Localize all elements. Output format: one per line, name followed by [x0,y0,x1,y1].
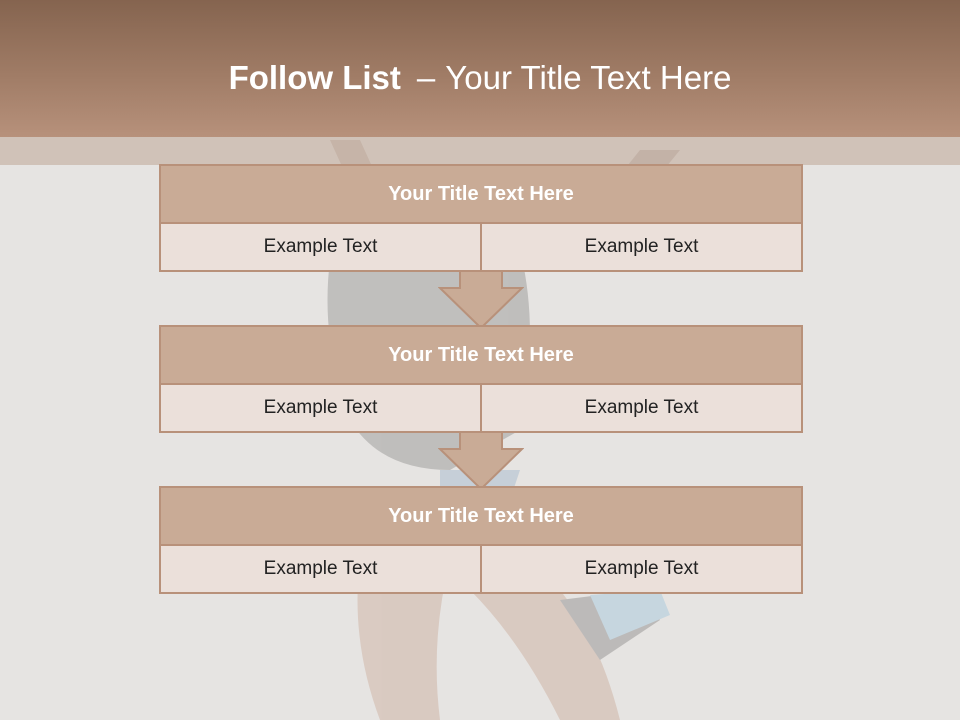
block-title: Your Title Text Here [161,488,801,546]
down-arrow-icon [438,270,524,330]
block-cell-right: Example Text [480,385,801,431]
block-cell-left: Example Text [161,546,480,592]
block-cell-right: Example Text [480,224,801,270]
block-title: Your Title Text Here [161,327,801,385]
slide-title-separator: – [416,59,436,96]
block-row: Example Text Example Text [161,224,801,270]
list-block-1: Your Title Text Here Example Text Exampl… [159,164,803,272]
list-block-2: Your Title Text Here Example Text Exampl… [159,325,803,433]
list-block-3: Your Title Text Here Example Text Exampl… [159,486,803,594]
block-row: Example Text Example Text [161,385,801,431]
title-bar [0,0,960,137]
slide-title-bold: Follow List [228,59,401,96]
block-row: Example Text Example Text [161,546,801,592]
down-arrow-icon [438,431,524,491]
block-cell-right: Example Text [480,546,801,592]
slide-title-text: Your Title Text Here [445,59,732,96]
block-cell-left: Example Text [161,385,480,431]
block-cell-left: Example Text [161,224,480,270]
slide-title: Follow List–Your Title Text Here [0,56,960,100]
title-bar-strip [0,137,960,165]
block-title: Your Title Text Here [161,166,801,224]
